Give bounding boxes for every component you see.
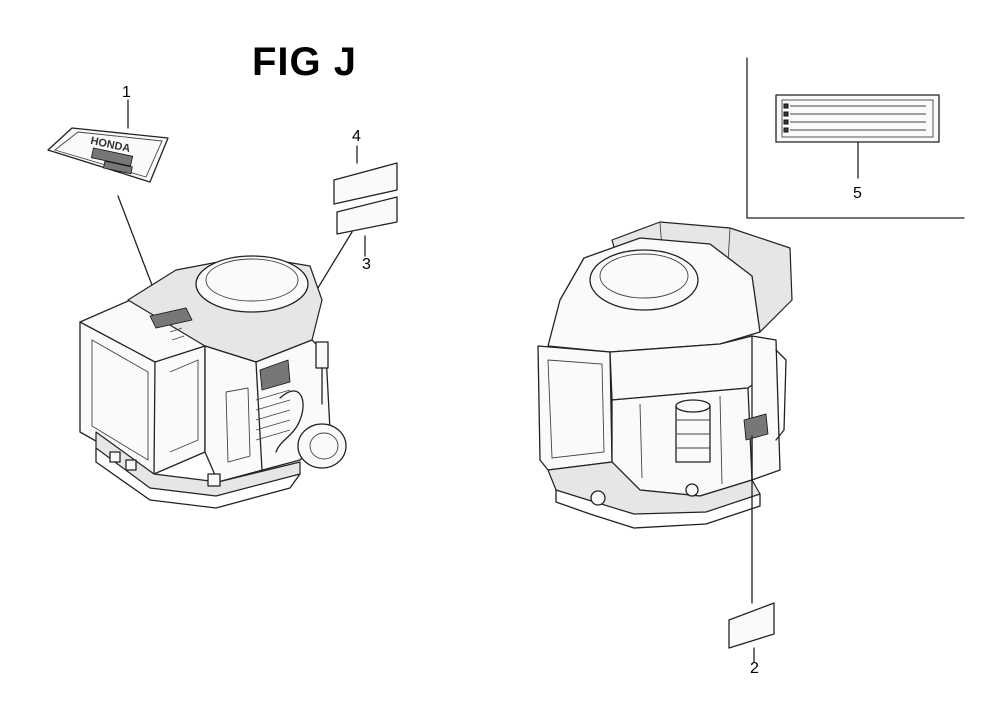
decal-part-4 (333, 162, 398, 205)
decal-warning-part-5 (775, 94, 940, 143)
engine-right (537, 221, 793, 529)
callout-4: 4 (352, 128, 361, 145)
engine-left (79, 255, 347, 509)
figure-title: FIG J (252, 40, 358, 84)
callout-3: 3 (362, 256, 371, 273)
decal-emblem-part-1: HONDA (47, 127, 169, 183)
callout-1: 1 (122, 84, 131, 101)
callout-2: 2 (750, 660, 759, 677)
inset-frame (746, 57, 965, 219)
decal-part-2 (728, 602, 775, 649)
callout-5: 5 (853, 185, 862, 202)
decal-part-3 (336, 196, 398, 235)
